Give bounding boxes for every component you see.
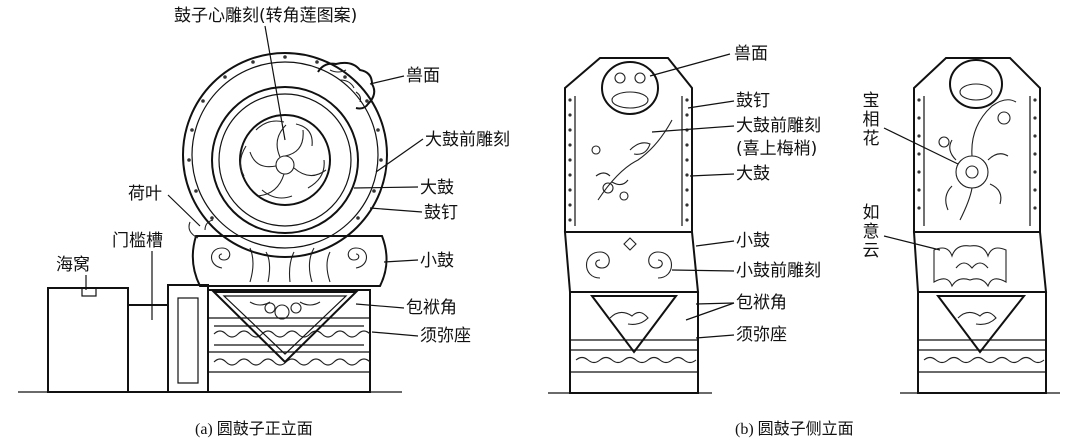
caption-front-elevation: (a) 圆鼓子正立面	[195, 421, 313, 438]
label-side-beast-face: 兽面	[734, 44, 768, 64]
label-side-front-carving-sub: (喜上梅梢)	[736, 139, 818, 159]
side-leader-lines	[649, 53, 735, 339]
label-sill-groove: 门槛槽	[112, 231, 163, 251]
back-corner-wrap	[936, 295, 1027, 354]
side-drum-nails	[568, 98, 689, 222]
back-baoxiang-flower	[938, 99, 1017, 221]
back-elevation-drawing	[900, 57, 1060, 394]
label-side-drum-nail: 鼓钉	[736, 91, 770, 111]
side-corner-wrap	[590, 295, 678, 354]
front-elevation-drawing	[18, 52, 402, 393]
label-front-carving: 大鼓前雕刻	[425, 130, 510, 150]
back-sumeru-base	[917, 291, 1047, 394]
label-front-sumeru-base: 须弥座	[420, 326, 471, 346]
label-side-front-carving: 大鼓前雕刻	[736, 116, 821, 136]
side-elevation-drawing	[548, 57, 712, 394]
front-drum-center	[239, 114, 331, 206]
label-front-beast-face: 兽面	[406, 66, 440, 86]
label-haiwo: 海窝	[56, 255, 90, 275]
front-beast-face	[317, 61, 376, 110]
side-big-drum	[564, 57, 693, 233]
side-small-drum	[563, 231, 700, 293]
side-small-drum-carving	[585, 251, 610, 279]
back-ruyi-cloud	[933, 245, 1007, 288]
label-front-drum-nail: 鼓钉	[424, 203, 458, 223]
front-big-drum-outer	[182, 52, 388, 258]
side-sumeru-base	[569, 291, 699, 394]
front-small-drum	[191, 235, 388, 287]
haiwo-block	[47, 287, 129, 393]
label-front-small-drum: 小鼓	[420, 251, 454, 271]
sill-groove-slot	[177, 297, 199, 384]
front-leader-lines	[85, 25, 424, 337]
front-drum-nails	[187, 55, 383, 220]
label-side-small-drum: 小鼓	[736, 231, 770, 251]
side-beast-face	[601, 61, 659, 115]
label-ruyi-cloud: 如意云	[862, 203, 880, 261]
caption-side-elevation: (b) 圆鼓子侧立面	[735, 421, 854, 438]
back-leader-lines	[883, 127, 959, 251]
side-magpie-plum-carving	[595, 119, 673, 201]
front-corner-wrap	[211, 291, 359, 364]
sill-block	[127, 304, 169, 393]
label-side-small-front-carving: 小鼓前雕刻	[736, 261, 821, 281]
haiwo-socket	[81, 287, 97, 297]
sill-groove-panel	[167, 284, 209, 393]
back-beast-face	[949, 59, 1003, 109]
label-baoxiang-flower: 宝相花	[862, 91, 880, 149]
back-drum-nails	[917, 98, 1037, 210]
label-side-corner-wrap: 包袱角	[736, 293, 787, 313]
label-side-sumeru-base: 须弥座	[736, 325, 787, 345]
label-lotus-leaf: 荷叶	[128, 184, 162, 204]
front-big-drum-face	[211, 86, 359, 234]
label-top-carving: 鼓子心雕刻(转角莲图案)	[174, 6, 358, 26]
label-front-corner-wrap: 包袱角	[406, 298, 457, 318]
label-front-big-drum: 大鼓	[420, 178, 454, 198]
label-side-big-drum: 大鼓	[736, 164, 770, 184]
front-sumeru-base	[207, 289, 371, 393]
front-lotus-leaf	[188, 219, 214, 239]
